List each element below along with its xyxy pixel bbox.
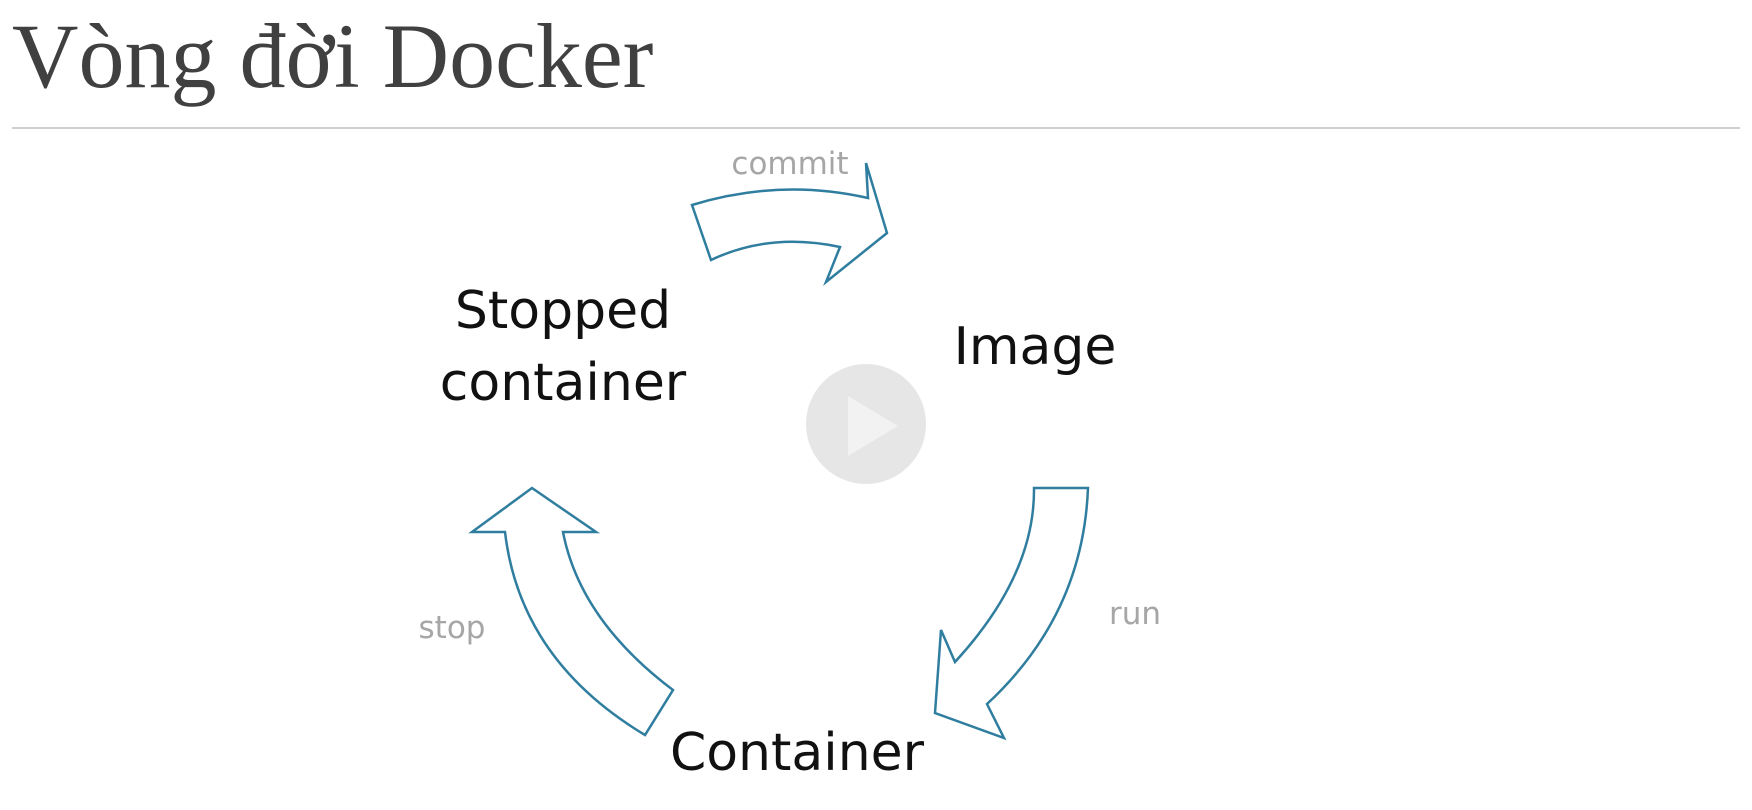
stop-arrow bbox=[468, 486, 675, 737]
image-label: Image bbox=[954, 317, 1117, 377]
stop-label: stop bbox=[419, 610, 486, 646]
commit-label: commit bbox=[731, 146, 848, 182]
container-label: Container bbox=[670, 723, 925, 783]
stopped-container-label-line1: Stopped bbox=[455, 281, 671, 341]
run-label: run bbox=[1109, 596, 1161, 632]
slide-title: Vòng đời Docker bbox=[12, 5, 654, 107]
title-divider bbox=[12, 127, 1740, 129]
play-icon[interactable] bbox=[806, 364, 926, 484]
commit-arrow bbox=[690, 162, 889, 286]
run-arrow bbox=[933, 486, 1090, 741]
play-triangle-icon bbox=[848, 396, 898, 456]
stopped-container-label-line2: container bbox=[440, 353, 687, 413]
